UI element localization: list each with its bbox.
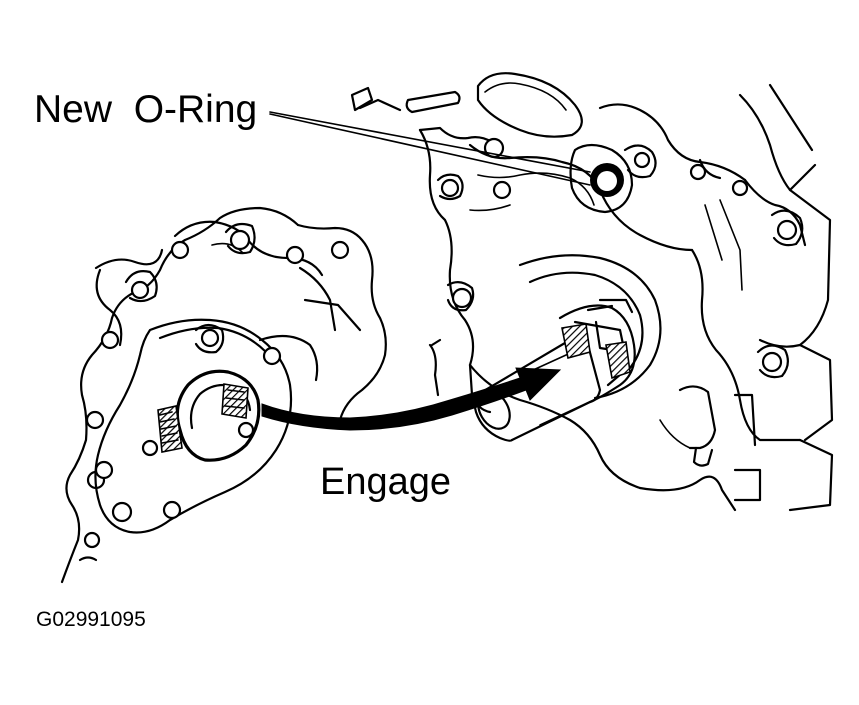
engine-front-cover bbox=[350, 72, 834, 512]
oil-pump-assembly bbox=[60, 206, 387, 584]
engage-arrow bbox=[261, 367, 562, 431]
o-ring-callout-label: New O-Ring bbox=[34, 88, 258, 131]
figure-id-label: G02991095 bbox=[36, 608, 146, 631]
o-ring-leader-lines bbox=[269, 111, 591, 186]
crankshaft-drive-gear bbox=[473, 298, 636, 442]
engage-callout-label: Engage bbox=[320, 461, 452, 503]
